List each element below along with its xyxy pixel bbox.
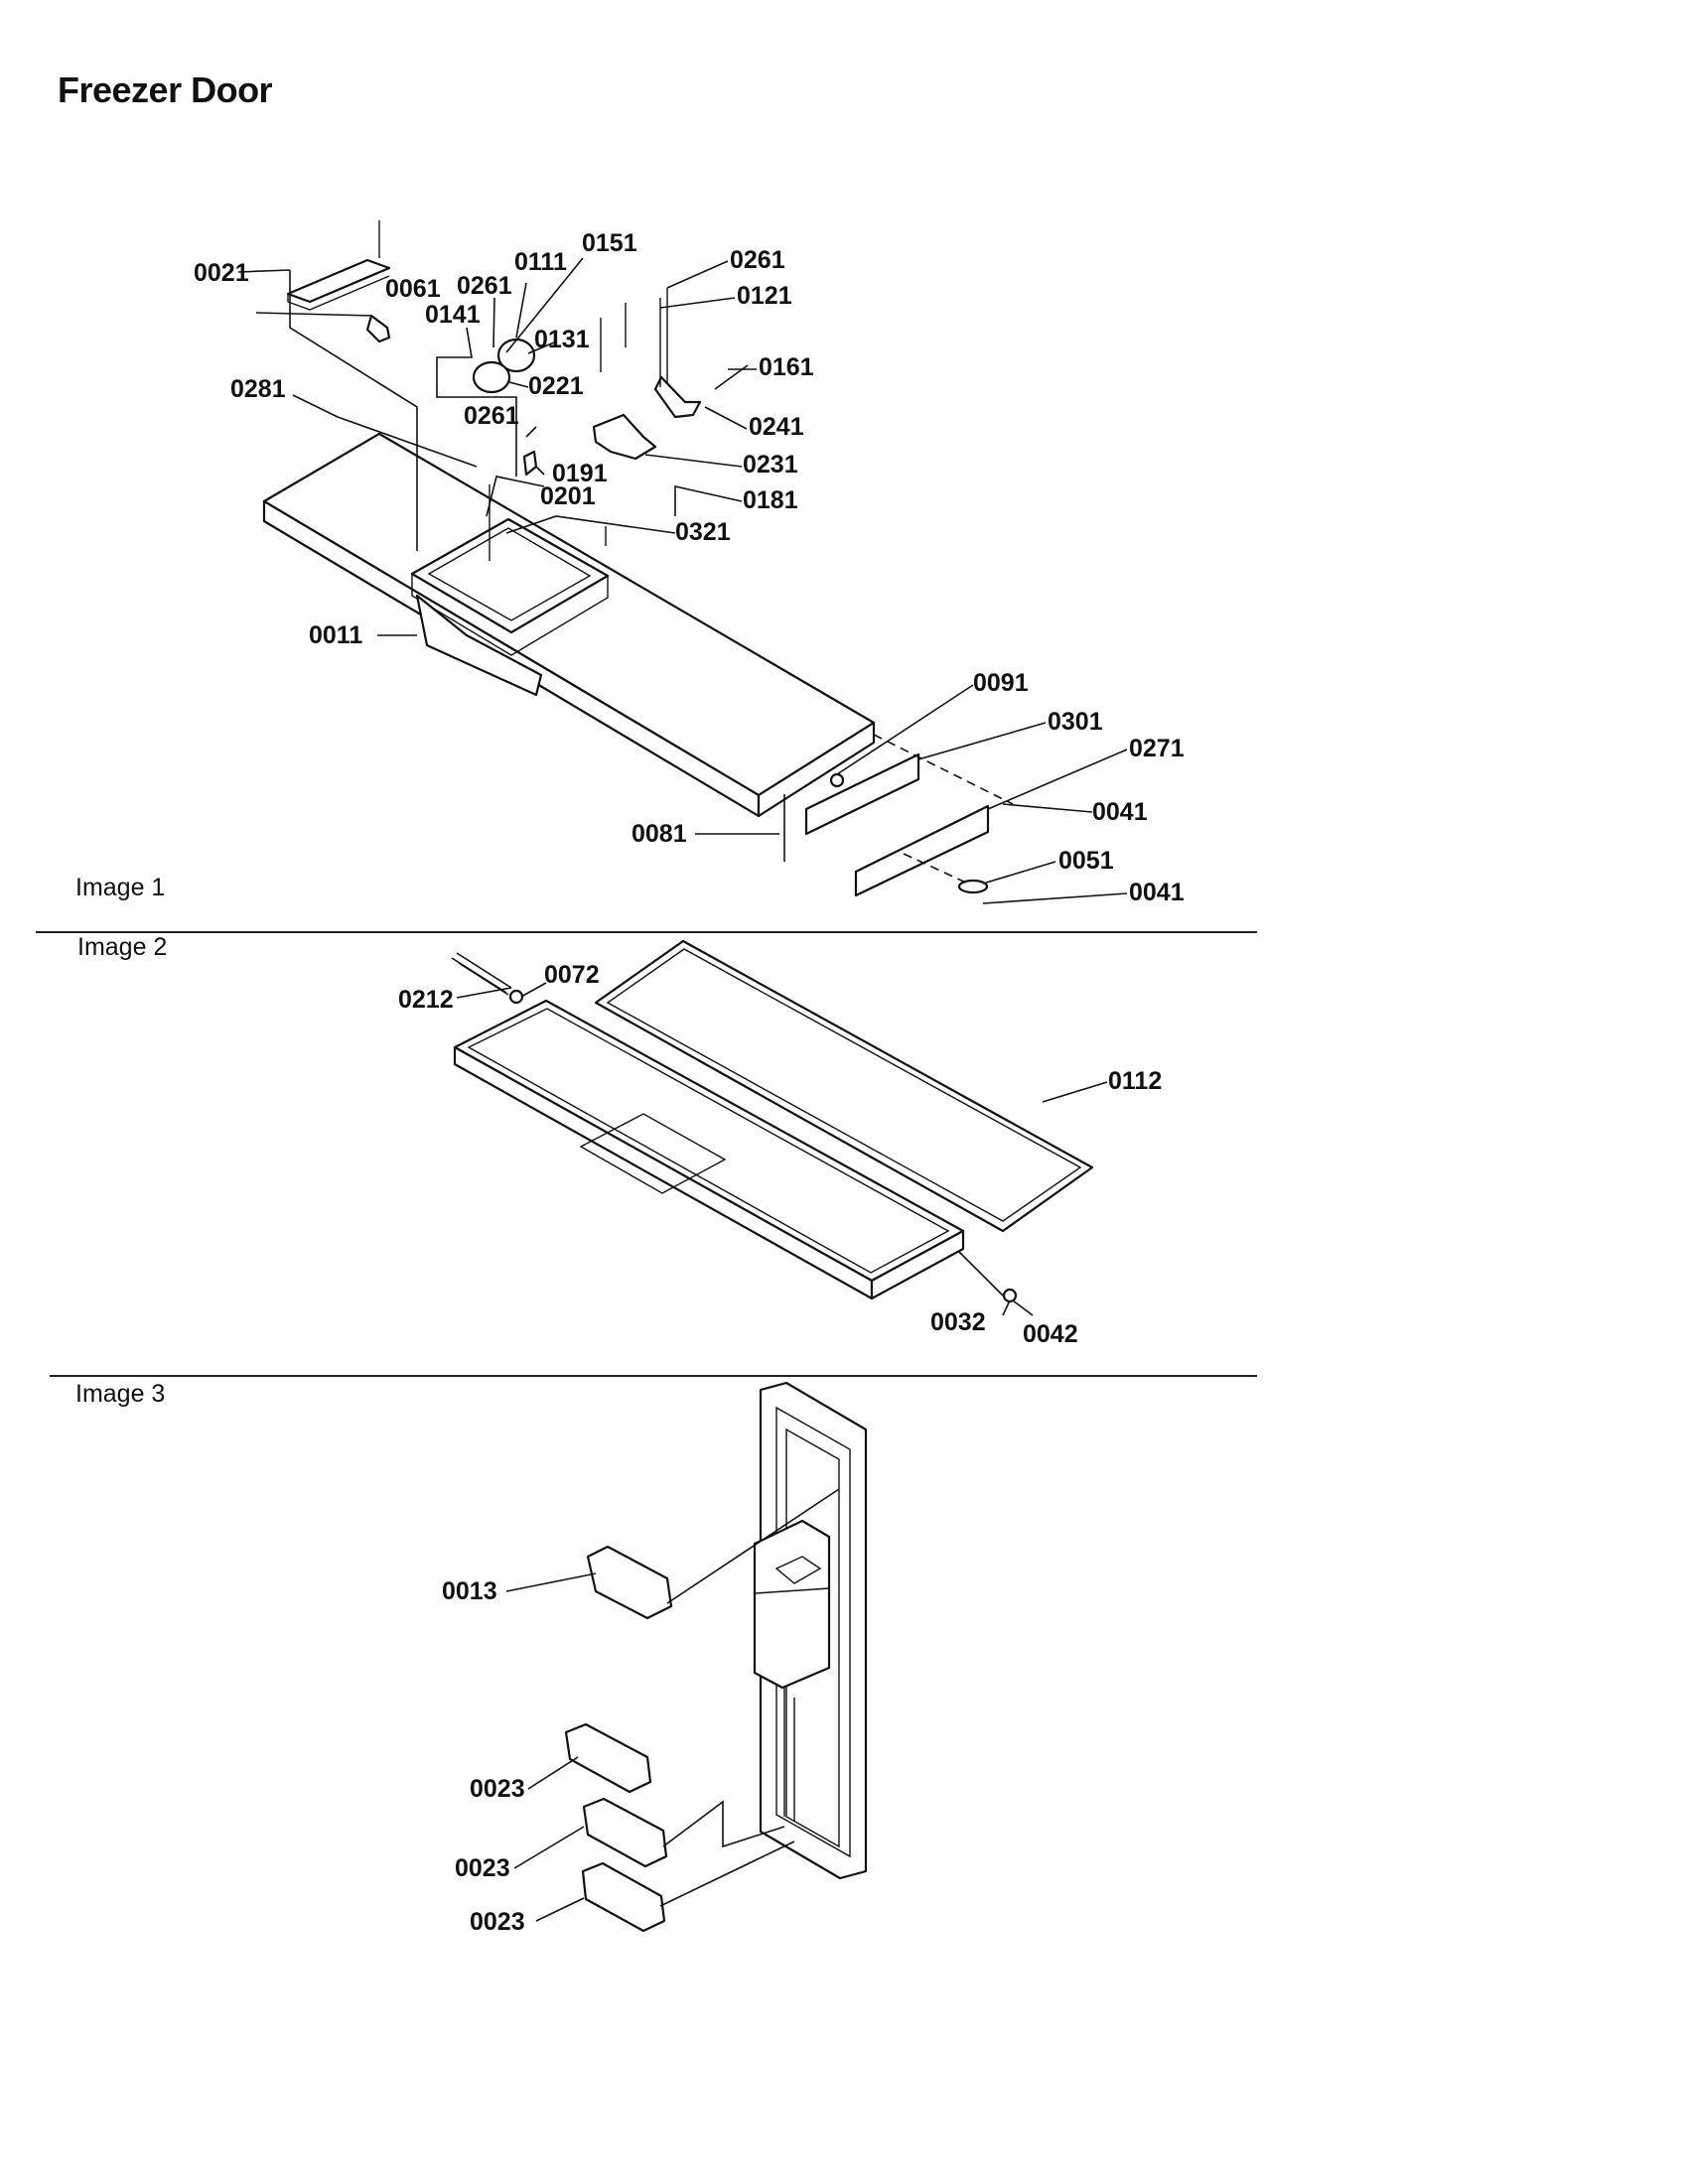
label-0023-b: 0023 bbox=[455, 1854, 510, 1882]
image1-labels: 0021 0061 0261 0111 0151 0141 0131 0221 … bbox=[194, 229, 1185, 906]
section-divider-1 bbox=[36, 931, 1257, 933]
label-0261-b: 0261 bbox=[464, 402, 519, 430]
label-0151: 0151 bbox=[582, 229, 637, 257]
image1-drawing bbox=[237, 220, 1128, 904]
label-0021: 0021 bbox=[194, 259, 249, 287]
label-0041-b: 0041 bbox=[1129, 879, 1185, 906]
end-cap bbox=[957, 879, 989, 894]
label-0221: 0221 bbox=[528, 372, 584, 400]
image3-drawing bbox=[505, 1381, 868, 1933]
trim-piece bbox=[286, 258, 391, 304]
actuator bbox=[592, 413, 657, 461]
label-0271: 0271 bbox=[1129, 735, 1185, 762]
label-0091: 0091 bbox=[973, 669, 1029, 697]
cover-plate bbox=[804, 752, 920, 836]
label-0321: 0321 bbox=[675, 518, 731, 546]
section-divider-2 bbox=[50, 1375, 1257, 1377]
dispenser bbox=[753, 1519, 831, 1690]
label-0131: 0131 bbox=[534, 326, 590, 353]
label-0042: 0042 bbox=[1023, 1320, 1078, 1348]
label-0241: 0241 bbox=[749, 413, 804, 441]
label-0023-a: 0023 bbox=[470, 1775, 525, 1803]
label-0191: 0191 bbox=[552, 460, 608, 487]
door-bin-3 bbox=[581, 1861, 666, 1933]
door-panel-end bbox=[757, 721, 876, 818]
page-title: Freezer Door bbox=[58, 69, 273, 110]
section-label-image-1: Image 1 bbox=[75, 874, 166, 901]
label-0201: 0201 bbox=[540, 482, 596, 510]
label-0212: 0212 bbox=[398, 986, 454, 1014]
image2-drawing bbox=[451, 939, 1108, 1316]
label-0013: 0013 bbox=[442, 1577, 497, 1605]
label-0072: 0072 bbox=[544, 961, 600, 989]
label-0301: 0301 bbox=[1048, 708, 1103, 736]
image3-labels: 0013 0023 0023 0023 bbox=[442, 1577, 525, 1936]
label-0032: 0032 bbox=[930, 1308, 986, 1336]
trim-strip bbox=[854, 804, 990, 897]
label-0111: 0111 bbox=[514, 248, 567, 276]
label-0231: 0231 bbox=[743, 451, 798, 478]
label-0261-a: 0261 bbox=[457, 272, 512, 300]
label-0161: 0161 bbox=[759, 353, 814, 381]
image2-labels: 0212 0072 0112 0032 0042 bbox=[398, 961, 1162, 1348]
switch bbox=[522, 450, 538, 477]
label-0061: 0061 bbox=[385, 275, 441, 303]
label-0023-c: 0023 bbox=[470, 1908, 525, 1936]
section-label-image-3: Image 3 bbox=[75, 1380, 166, 1408]
label-0051: 0051 bbox=[1058, 847, 1114, 875]
label-0121: 0121 bbox=[737, 282, 792, 310]
door-bin-2 bbox=[582, 1797, 668, 1868]
lamp-bulb bbox=[365, 314, 391, 343]
liner-panel bbox=[579, 1113, 727, 1194]
dispenser-chute bbox=[415, 594, 543, 697]
label-0112: 0112 bbox=[1108, 1067, 1162, 1095]
label-0011: 0011 bbox=[309, 621, 362, 649]
label-0081: 0081 bbox=[632, 820, 687, 848]
lever bbox=[653, 375, 702, 419]
door-bin-top bbox=[586, 1545, 673, 1620]
label-0261-c: 0261 bbox=[730, 246, 785, 274]
label-0141: 0141 bbox=[425, 301, 481, 329]
door-gasket bbox=[594, 939, 1094, 1233]
label-0041-a: 0041 bbox=[1092, 798, 1148, 826]
label-0281: 0281 bbox=[230, 375, 286, 403]
label-0181: 0181 bbox=[743, 486, 798, 514]
gear bbox=[472, 360, 511, 394]
section-label-image-2: Image 2 bbox=[77, 933, 168, 961]
door-bin-1 bbox=[564, 1722, 652, 1794]
